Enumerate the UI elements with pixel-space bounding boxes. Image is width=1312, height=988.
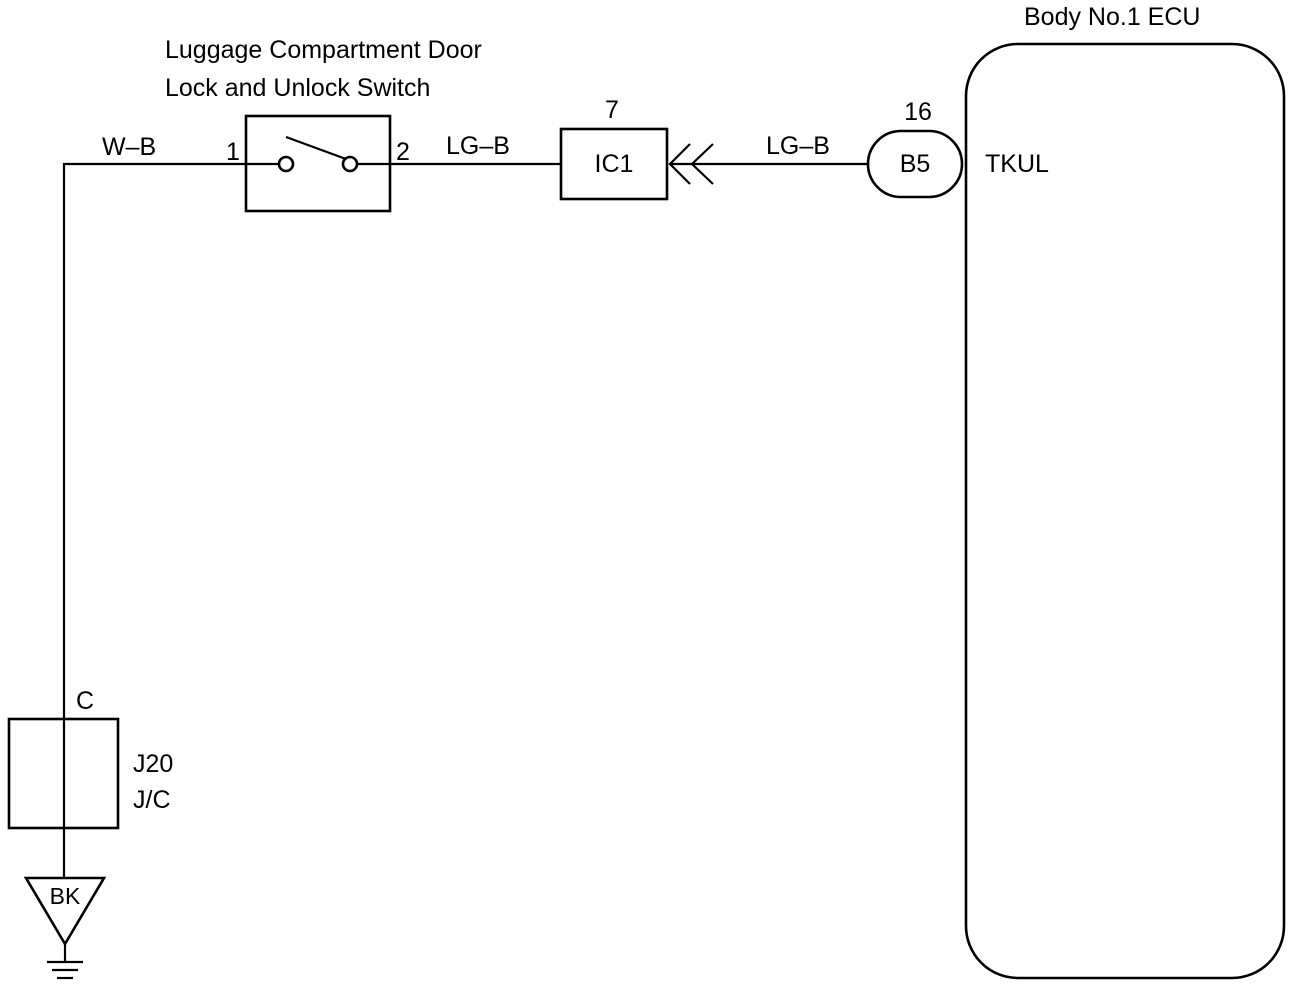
inline-connector-ic1 [559, 127, 669, 201]
switch-pin-left: 1 [226, 138, 240, 166]
ecu-box [964, 42, 1286, 980]
switch-lever [285, 135, 347, 161]
switch-name-line2: Lock and Unlock Switch [165, 74, 430, 102]
ecu-connector-label: B5 [900, 150, 931, 178]
switch-name-line1: Luggage Compartment Door [165, 36, 482, 64]
switch-contact-right [341, 155, 359, 173]
ecu-connector-pin: 16 [904, 98, 932, 126]
wire-label-switch-to-ic1: LG–B [446, 132, 510, 160]
wire-label-ic1-to-ecu: LG–B [766, 132, 830, 160]
inline-connector-pin: 7 [605, 96, 619, 124]
switch-contact-left [277, 155, 295, 173]
connector-chevron-outer [690, 143, 714, 185]
inline-connector-label: IC1 [595, 150, 634, 178]
wire-label-switch-to-ground: W–B [102, 133, 156, 161]
junction-pin: C [76, 687, 94, 715]
ecu-title: Body No.1 ECU [1024, 3, 1200, 31]
junction-name: J20 [133, 750, 173, 778]
junction-type: J/C [133, 786, 171, 814]
ground-triangle [23, 876, 107, 947]
connector-chevron-inner [668, 143, 691, 185]
ecu-terminal-label: TKUL [985, 150, 1049, 178]
ground-color-code: BK [50, 883, 81, 909]
switch-pin-right: 2 [396, 138, 410, 166]
wire-switch-to-ground [62, 162, 246, 878]
